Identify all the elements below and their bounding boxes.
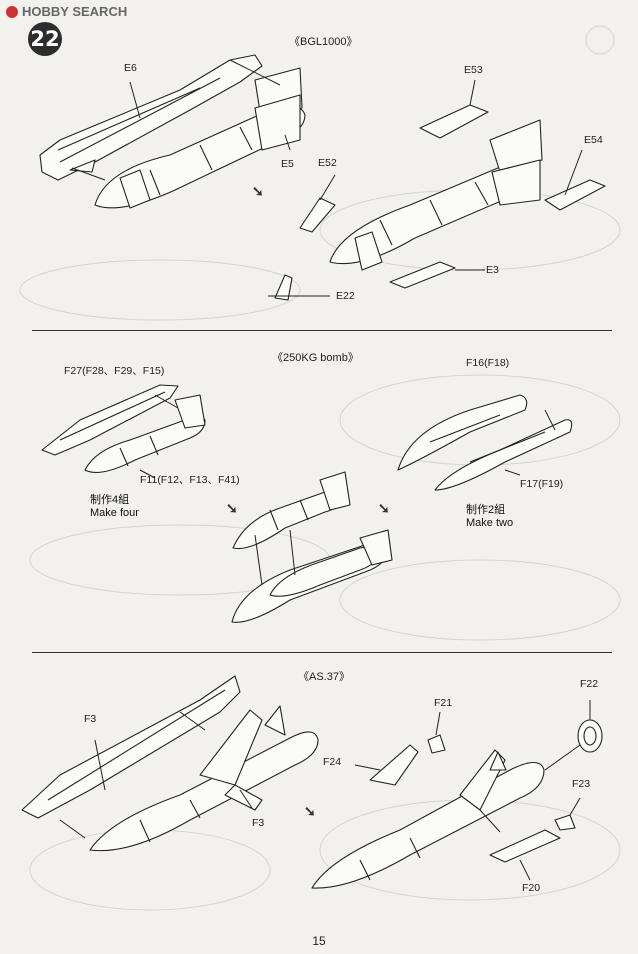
- label-e22: E22: [336, 290, 355, 302]
- as37-part-f20: [489, 829, 561, 863]
- note-make-two-cn: 制作2組: [466, 504, 506, 516]
- as37-part-f21: [427, 734, 446, 754]
- label-e5: E5: [281, 158, 294, 170]
- watermark-text: HOBBY SEARCH: [22, 4, 128, 19]
- bgl-part-e54: [544, 179, 606, 211]
- as37-pylon-left: [21, 675, 241, 819]
- bgl-bomb-left: [94, 67, 306, 209]
- label-f24: F24: [323, 756, 342, 768]
- bgl-pylon-e6: [39, 54, 263, 181]
- note-make-two: 制作2組 Make two: [466, 504, 513, 530]
- section-title-bgl: 《BGL1000》: [289, 36, 358, 48]
- label-f3-a: F3: [84, 713, 97, 725]
- label-f23: F23: [572, 778, 591, 790]
- as37-missile-left: [89, 705, 319, 852]
- bgl-part-e3: [389, 261, 456, 289]
- label-f27: F27(F28、F29、F15): [64, 365, 165, 377]
- note-make-two-en: Make two: [466, 517, 514, 529]
- label-f3-b: F3: [252, 817, 265, 829]
- note-make-four-en: Make four: [90, 507, 139, 519]
- label-f22: F22: [580, 678, 599, 690]
- as37-part-f22: [577, 719, 603, 753]
- watermark: HOBBY SEARCH: [6, 4, 127, 19]
- page-number: 15: [312, 934, 326, 948]
- label-f17: F17(F19): [520, 478, 564, 490]
- bgl-part-e53: [419, 104, 489, 139]
- bomb250-pylon-left: [41, 384, 179, 456]
- as37-part-f23: [554, 814, 576, 831]
- note-make-four-cn: 制作4組: [90, 494, 130, 506]
- bomb250-bomb-center: [232, 471, 351, 550]
- assembly-arrow-icon: ➘: [252, 183, 264, 199]
- section-title-250kg: 《250KG bomb》: [272, 352, 359, 364]
- assembly-arrow-icon: ➘: [226, 500, 238, 516]
- bomb250-bomb-left: [84, 394, 206, 473]
- label-e3: E3: [486, 264, 499, 276]
- label-f11: F11(F12、F13、F41): [140, 474, 240, 486]
- label-f21: F21: [434, 697, 453, 709]
- assembly-arrow-icon: ➘: [378, 500, 390, 516]
- bomb250-pylon-right: [397, 394, 573, 491]
- bgl-part-e52: [299, 197, 336, 233]
- section-divider: [32, 652, 612, 653]
- section-divider: [32, 330, 612, 331]
- label-f16: F16(F18): [466, 357, 510, 369]
- label-e54: E54: [584, 134, 603, 146]
- note-make-four: 制作4組 Make four: [90, 494, 139, 520]
- bgl-part-e22: [268, 274, 300, 301]
- label-f20: F20: [522, 882, 541, 894]
- section-title-as37: 《AS.37》: [298, 671, 350, 683]
- label-e53: E53: [464, 64, 483, 76]
- bgl-bomb-right: [329, 119, 543, 271]
- bomb250-pylon-center: [231, 529, 393, 623]
- assembly-arrow-icon: ➘: [304, 803, 316, 819]
- step-number-badge: 22: [28, 22, 62, 56]
- watermark-logo-icon: [6, 5, 18, 18]
- as37-part-f24: [369, 744, 419, 786]
- as37-missile-right: [311, 749, 545, 889]
- label-e52: E52: [318, 157, 337, 169]
- label-e6: E6: [124, 62, 137, 74]
